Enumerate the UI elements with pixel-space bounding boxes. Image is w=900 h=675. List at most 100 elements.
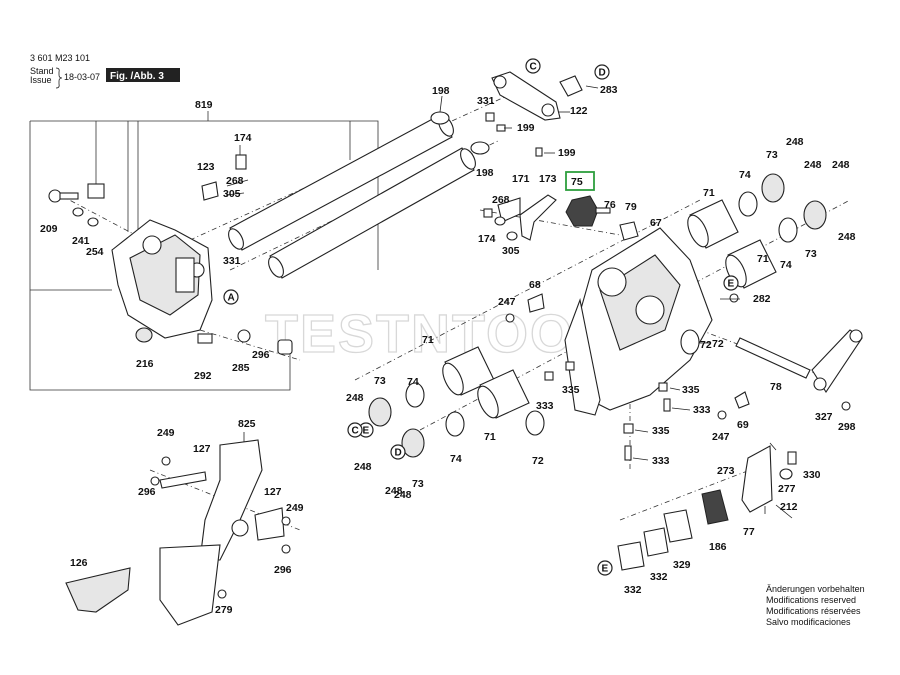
- callout-circle-A: [223, 289, 239, 305]
- screw-249-a: [161, 456, 171, 466]
- screw-335-b: [658, 382, 668, 392]
- top-bracket-hole: [493, 75, 507, 89]
- part-label-285: 285: [232, 362, 250, 374]
- screw-296-a: [150, 476, 160, 486]
- knob-216: [135, 327, 153, 343]
- leader-333: [671, 407, 691, 411]
- lever-327-hole-2: [813, 377, 827, 391]
- leader-lines: [225, 85, 777, 514]
- clip-283: [559, 75, 583, 97]
- part-label-283: 283: [600, 84, 618, 96]
- callout-letter-E: E: [602, 564, 609, 575]
- center-housing: [564, 227, 713, 416]
- chute-cover: [159, 544, 221, 626]
- part-label-77: 77: [743, 526, 755, 538]
- leader-268: [226, 179, 249, 187]
- axis-rod-2: [229, 139, 501, 271]
- issue-date: 18-03-07: [64, 72, 100, 82]
- part-label-248: 248: [786, 136, 804, 148]
- leader-305: [225, 192, 245, 196]
- part-label-76: 76: [604, 199, 616, 211]
- part-label-819: 819: [195, 99, 213, 111]
- lower-rollers: [368, 329, 700, 458]
- part-label-247: 247: [498, 296, 516, 308]
- part-label-329: 329: [673, 559, 691, 571]
- callout-letter-C: C: [530, 62, 537, 73]
- housing-bore-2: [635, 295, 665, 325]
- flange-73-b: [803, 200, 827, 230]
- part-label-296: 296: [274, 564, 292, 576]
- rail-lower-end: [268, 256, 284, 278]
- lever-123: [201, 181, 219, 201]
- part-label-296: 296: [252, 349, 270, 361]
- shaft-and-lever: [735, 329, 863, 411]
- part-label-333: 333: [693, 404, 711, 416]
- part-label-126: 126: [70, 557, 88, 569]
- part-label-249: 249: [286, 502, 304, 514]
- roller-71-a-end: [687, 214, 709, 248]
- part-label-171: 171: [512, 173, 530, 185]
- washer-198-mid: [470, 141, 490, 155]
- screw-247-b: [717, 410, 727, 420]
- doc-number: 3 601 M23 101: [30, 53, 90, 63]
- roller-71-c-end: [442, 362, 464, 396]
- washer-305-b: [506, 231, 518, 241]
- callout-letter-E: E: [363, 426, 370, 437]
- part-label-74: 74: [450, 453, 462, 465]
- part-label-75: 75: [571, 176, 583, 188]
- chute-knob: [231, 519, 249, 537]
- bracket-77: [741, 445, 773, 513]
- guide-rails: [228, 111, 490, 279]
- modification-notes: Änderungen vorbehalten Modifications res…: [766, 584, 865, 627]
- part-label-69: 69: [737, 419, 749, 431]
- part-label-173: 173: [539, 173, 557, 185]
- roller-71-b-end: [725, 254, 747, 288]
- figure-label-box: [106, 68, 180, 82]
- part-label-331: 331: [223, 255, 241, 267]
- knob-209: [48, 189, 62, 203]
- flange-73-d: [401, 428, 425, 458]
- figure-label: Fig. /Abb. 3: [110, 71, 164, 82]
- axis-rollers-front: [354, 199, 701, 381]
- lower-screws: [544, 361, 750, 461]
- bracket-127-b: [254, 507, 285, 541]
- knob-assembly: [483, 194, 739, 323]
- top-bracket: [485, 71, 583, 157]
- part-label-333: 333: [652, 455, 670, 467]
- part-label-174: 174: [234, 132, 252, 144]
- washer-268-b: [494, 216, 506, 226]
- washer-72-b: [680, 329, 700, 355]
- leader-198-top: [439, 95, 443, 113]
- bracket-173: [519, 194, 557, 241]
- chute-825: [199, 439, 263, 561]
- screw-331: [485, 112, 495, 122]
- clip-285: [237, 329, 251, 343]
- part-label-71: 71: [703, 187, 715, 199]
- note-fr: Modifications réservées: [766, 606, 861, 616]
- part-label-305: 305: [223, 188, 241, 200]
- part-label-74: 74: [739, 169, 751, 181]
- part-label-335: 335: [562, 384, 580, 396]
- part-label-254: 254: [86, 246, 104, 258]
- part-label-71: 71: [757, 253, 769, 265]
- nozzle-126: [65, 567, 131, 613]
- highlight-box-75: [565, 171, 595, 191]
- part-label-67: 67: [650, 217, 662, 229]
- washer-74-c: [405, 382, 425, 408]
- part-label-72: 72: [700, 339, 712, 351]
- part-68: [527, 293, 545, 313]
- part-label-305: 305: [502, 245, 520, 257]
- part-label-241: 241: [72, 235, 90, 247]
- leader-283: [585, 85, 599, 89]
- part-label-127: 127: [193, 443, 211, 455]
- screw-333-c: [624, 445, 632, 461]
- part-label-71: 71: [484, 431, 496, 443]
- leader-335-c: [634, 429, 649, 433]
- part-label-332: 332: [650, 571, 668, 583]
- part-label-279: 279: [215, 604, 233, 616]
- callout-circle-D: [594, 64, 610, 80]
- part-label-72: 72: [532, 455, 544, 467]
- header-brace: [55, 67, 63, 89]
